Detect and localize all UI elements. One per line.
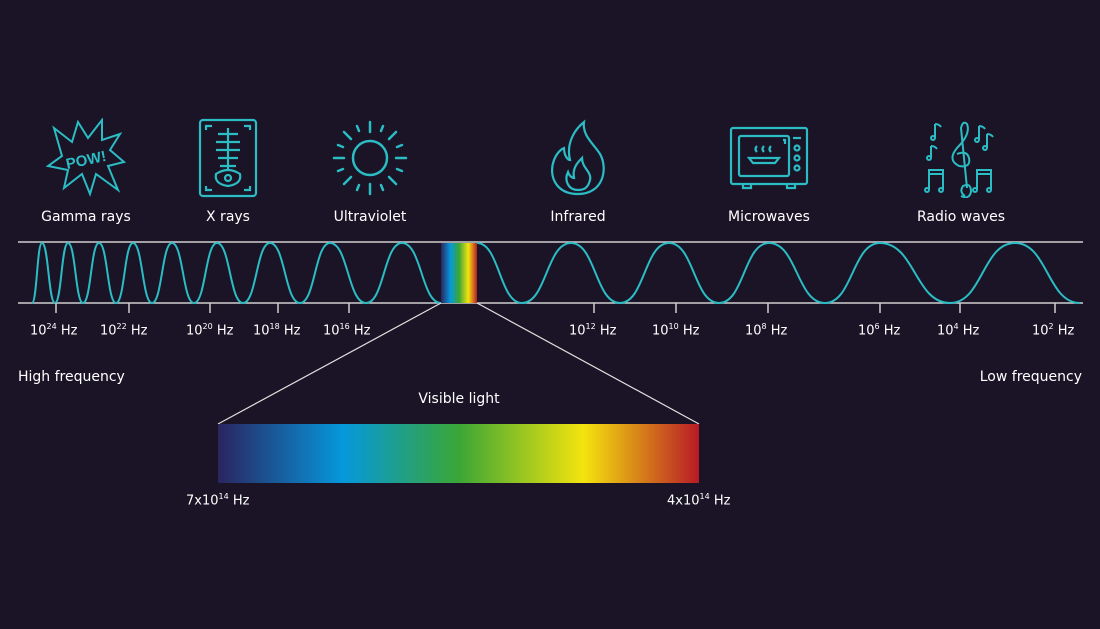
xray-ribcage-icon bbox=[198, 118, 258, 198]
visible-band-strip bbox=[441, 243, 477, 303]
frequency-tick-label: 1022 Hz bbox=[100, 322, 148, 339]
frequency-tick-label: 108 Hz bbox=[745, 322, 788, 339]
explosion-pow-icon: POW! bbox=[46, 118, 126, 198]
band-label-microwaves: Microwaves bbox=[728, 209, 810, 225]
frequency-tick-label: 1024 Hz bbox=[30, 322, 78, 339]
frequency-tick-label: 1018 Hz bbox=[253, 322, 301, 339]
band-label-infrared: Infrared bbox=[550, 209, 606, 225]
pow-icon-text: POW! bbox=[64, 148, 107, 173]
microwave-oven-icon bbox=[729, 126, 809, 190]
frequency-tick-label: 1012 Hz bbox=[569, 322, 617, 339]
band-label-gamma: Gamma rays bbox=[41, 209, 131, 225]
visible-spectrum-bar bbox=[218, 424, 699, 483]
low-frequency-label: Low frequency bbox=[979, 369, 1082, 385]
band-label-ultraviolet: Ultraviolet bbox=[333, 209, 407, 225]
frequency-tick-label: 106 Hz bbox=[858, 322, 901, 339]
frequency-tick-label: 1010 Hz bbox=[652, 322, 700, 339]
wave-path bbox=[31, 241, 1081, 305]
sun-icon bbox=[332, 120, 408, 196]
high-frequency-label: High frequency bbox=[18, 369, 125, 385]
frequency-tick-label: 1020 Hz bbox=[186, 322, 234, 339]
music-notes-icon bbox=[924, 121, 994, 198]
visible-right-frequency: 4x1014 Hz bbox=[667, 492, 731, 509]
flame-icon bbox=[551, 119, 605, 196]
frequency-tick-label: 104 Hz bbox=[937, 322, 980, 339]
visible-light-title: Visible light bbox=[418, 391, 500, 407]
band-label-xray: X rays bbox=[206, 209, 250, 225]
zoom-line-left bbox=[217, 302, 442, 425]
zoom-line-right bbox=[476, 302, 700, 425]
band-label-radio: Radio waves bbox=[916, 209, 1006, 225]
frequency-tick-label: 1016 Hz bbox=[323, 322, 371, 339]
visible-left-frequency: 7x1014 Hz bbox=[186, 492, 250, 509]
frequency-tick-label: 102 Hz bbox=[1032, 322, 1075, 339]
